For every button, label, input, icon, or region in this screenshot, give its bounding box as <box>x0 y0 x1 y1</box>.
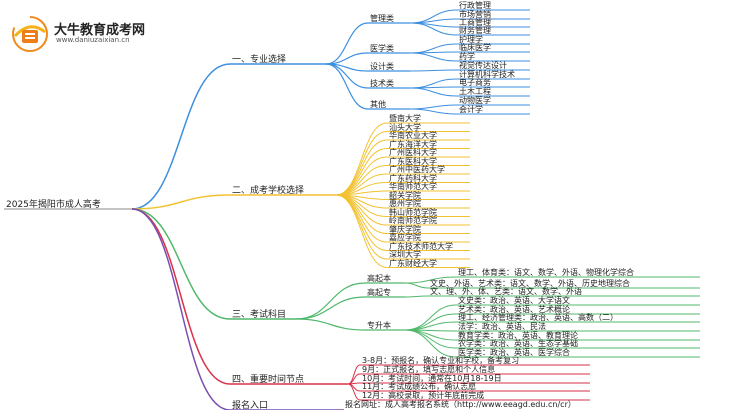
school-item: 广州医科大学 <box>389 148 437 157</box>
major-item: 会计学 <box>459 105 483 114</box>
logo-url: www.daniuzaixian.cn <box>56 36 130 44</box>
subject-branch <box>404 282 429 289</box>
timeline-item: 10月：考试时间，通常在10月18-19日 <box>362 374 502 383</box>
group-label-management: 管理类 <box>370 14 394 23</box>
school-branch <box>335 194 388 217</box>
timeline-item: 3-8月：预报名，确认专业和学校，备考复习 <box>362 356 520 365</box>
school-item: 广东技术师范大学 <box>389 242 453 251</box>
section-title-schools: 二、成考学校选择 <box>232 186 305 196</box>
school-branch <box>335 194 388 268</box>
root-title: 2025年揭阳市成人高考 <box>6 200 101 210</box>
school-branch <box>335 165 388 196</box>
major-item: 药学 <box>459 52 475 61</box>
subject-item: 艺术类：政治、英语、艺术概论 <box>458 305 570 314</box>
school-item: 广东财经大学 <box>389 259 437 268</box>
registration-url: 报名网址：成人高考报名系统（http://www.eeagd.edu.cn/cr… <box>345 400 576 409</box>
school-item: 广州中医药大学 <box>389 165 445 174</box>
school-item: 广东医科大学 <box>389 157 437 166</box>
school-item: 惠州学院 <box>389 199 421 208</box>
group-label-medical: 医学类 <box>370 44 394 53</box>
subject-branch <box>404 276 457 284</box>
level-branch <box>295 282 366 320</box>
leaf-branch <box>409 18 458 24</box>
group-branch <box>325 22 369 65</box>
subject-item: 文、理、外、体、艺类：语文、数学、外语 <box>430 287 582 296</box>
subject-item: 教育学类：政治、英语、教育理论 <box>458 331 578 340</box>
major-item: 市场营销 <box>459 10 491 19</box>
major-item: 临床医学 <box>459 43 491 52</box>
major-item: 电子商务 <box>459 78 491 87</box>
subject-item: 医学类：政治、英语、医学综合 <box>458 348 570 357</box>
school-item: 深圳大学 <box>389 250 421 259</box>
school-item: 汕头大学 <box>389 123 421 132</box>
section-branch <box>131 208 231 320</box>
major-item: 护理学 <box>459 35 483 44</box>
major-item: 计算机科学技术 <box>459 70 515 79</box>
level-branch <box>295 318 366 331</box>
school-branch <box>335 194 388 260</box>
section-branch <box>131 63 231 210</box>
school-branch <box>335 131 388 196</box>
section-title-subjects: 三、考试科目 <box>232 310 287 320</box>
school-item: 广东海洋大学 <box>389 140 437 149</box>
exam-level-label: 高起本 <box>367 274 391 283</box>
leaf-branch <box>409 108 458 115</box>
section-title-timeline: 四、重要时间节点 <box>232 375 305 385</box>
timeline-item: 9月：正式报名，填写志愿和个人信息 <box>362 365 496 374</box>
major-item: 土木工程 <box>459 87 491 96</box>
leaf-branch <box>409 52 458 62</box>
level-branch <box>295 296 366 320</box>
exam-level-label: 高起专 <box>367 288 391 297</box>
school-branch <box>335 139 388 196</box>
major-item: 视觉传达设计 <box>459 61 507 70</box>
school-item: 暨南大学 <box>389 114 421 123</box>
major-item: 行政管理 <box>459 1 491 10</box>
subject-branch <box>404 329 457 358</box>
subject-item: 理工、经济管理类：政治、英语、高数（二） <box>458 313 618 322</box>
group-label-design: 设计类 <box>370 62 394 71</box>
school-item: 华南师范大学 <box>389 182 437 191</box>
subject-branch <box>404 295 429 298</box>
subject-item: 农学类：政治、英语、生态学基础 <box>458 339 578 348</box>
school-item: 岭南师范学院 <box>389 216 437 225</box>
subject-item: 理工、体育类：语文、数学、外语、物理化学综合 <box>458 268 634 277</box>
leaf-branch <box>409 87 458 97</box>
school-branch <box>335 194 388 251</box>
exam-level-label: 专升本 <box>367 321 391 330</box>
section-branch <box>131 208 231 410</box>
major-item: 工商管理 <box>459 18 491 27</box>
timeline-branch <box>347 383 361 401</box>
school-item: 广东药科大学 <box>389 174 437 183</box>
school-item: 华南农业大学 <box>389 131 437 140</box>
logo-icon <box>12 16 48 52</box>
logo-title: 大牛教育成考网 <box>54 23 146 38</box>
section-branch <box>131 194 231 210</box>
timeline-item: 11月：考试成绩公布，确认志愿 <box>362 382 477 391</box>
section-title-major: 一、专业选择 <box>232 55 287 65</box>
group-label-other: 其他 <box>370 100 386 109</box>
subject-item: 文史类：政治、英语、大学语文 <box>458 296 570 305</box>
school-branch <box>335 148 388 196</box>
group-label-technology: 技术类 <box>370 79 394 88</box>
subject-branch <box>404 329 457 349</box>
leaf-branch <box>409 22 458 36</box>
major-item: 财务管理 <box>459 26 491 35</box>
school-item: 肇庆学院 <box>389 225 421 234</box>
leaf-branch <box>409 104 458 110</box>
timeline-item: 12月：高校录取，预计年底前完成 <box>362 391 485 400</box>
major-item: 动物医学 <box>459 96 491 105</box>
subject-item: 法学：政治、英语、民法 <box>458 322 546 331</box>
school-item: 嘉应学院 <box>389 233 421 242</box>
school-item: 韶关学院 <box>389 191 421 200</box>
section-title-entry: 报名入口 <box>232 401 269 410</box>
section-branch <box>131 208 231 385</box>
group-branch <box>325 63 369 110</box>
school-item: 韩山师范学院 <box>389 208 437 217</box>
subject-item: 文史、外语、艺术类：语文、数学、外语、历史地理综合 <box>430 279 630 288</box>
leaf-branch <box>409 69 458 72</box>
